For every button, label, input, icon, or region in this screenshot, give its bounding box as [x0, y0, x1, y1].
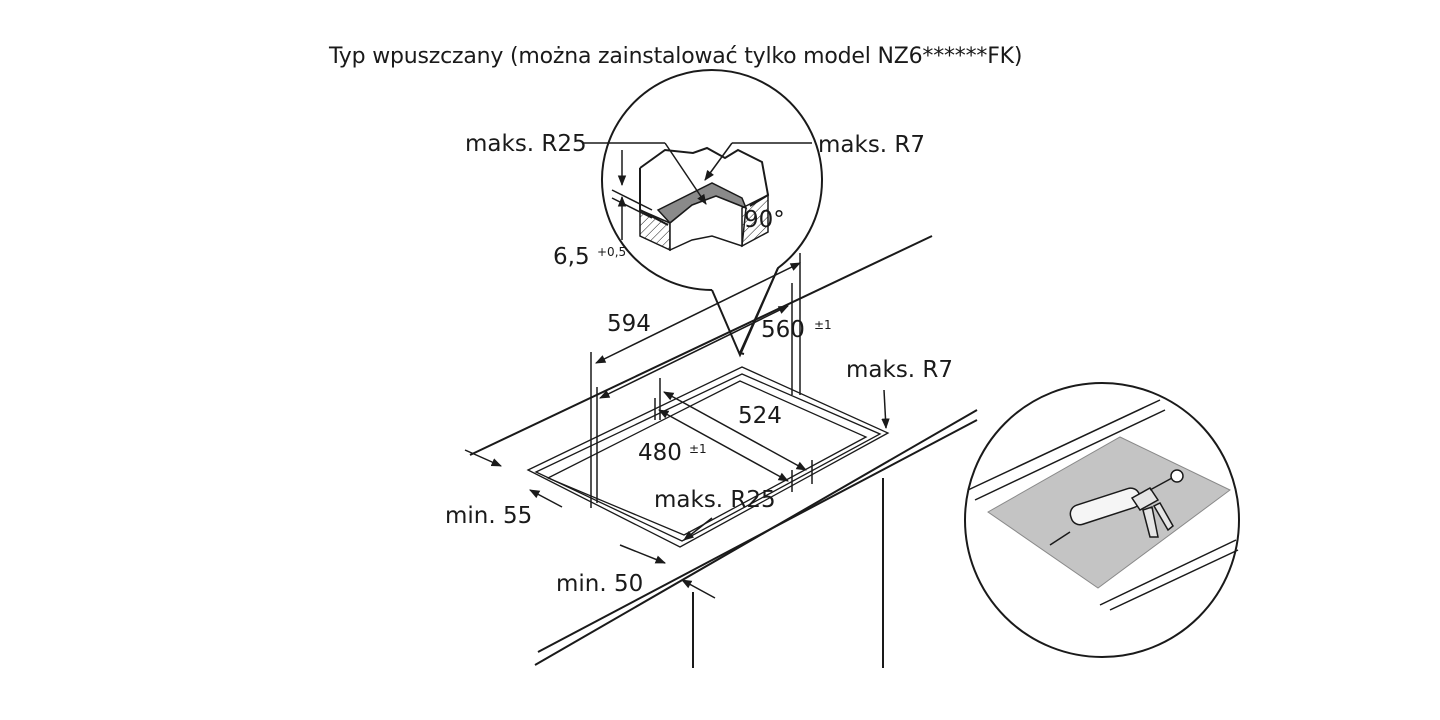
label-depth-inner: 480 — [638, 440, 682, 466]
sealant-detail-circle — [964, 382, 1240, 658]
label-r25-zoom: maks. R25 — [465, 131, 587, 157]
label-width-inner: 524 — [738, 403, 782, 429]
label-angle: 90° — [744, 207, 785, 233]
cutout-outline — [526, 366, 890, 548]
label-depth-tolerance: +0,5 — [597, 245, 626, 259]
label-depth-inner-tolerance: ±1 — [689, 442, 707, 456]
label-min-front: min. 50 — [556, 571, 643, 597]
label-r7: maks. R7 — [846, 357, 953, 383]
label-depth: 6,5 — [553, 244, 590, 270]
label-depth-outer: 560 — [761, 317, 805, 343]
label-min-side: min. 55 — [445, 503, 532, 529]
sealant-gun-icon — [1049, 469, 1184, 546]
page-title: Typ wpuszczany (można zainstalować tylko… — [329, 44, 1023, 69]
dimension-lines — [464, 253, 890, 599]
detail-zoom-callout — [582, 69, 823, 358]
label-r25: maks. R25 — [654, 487, 776, 513]
label-width-outer: 594 — [607, 311, 651, 337]
label-depth-outer-tolerance: ±1 — [814, 318, 832, 332]
label-r7-zoom: maks. R7 — [818, 132, 925, 158]
